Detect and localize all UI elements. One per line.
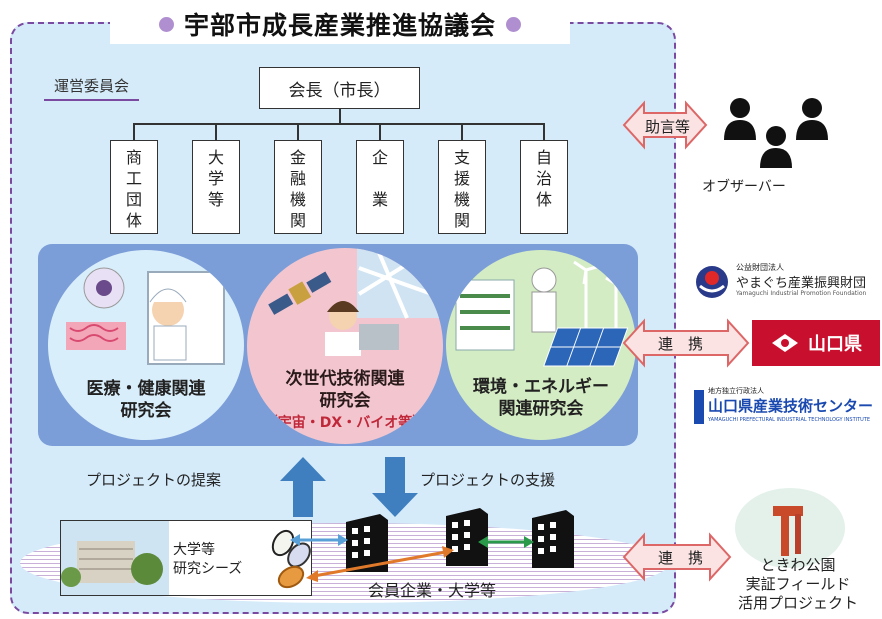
advice-arrow xyxy=(622,100,708,150)
member-companies-label: 会員企業・大学等 xyxy=(368,581,497,600)
advice-label: 助言等 xyxy=(645,118,691,136)
observer-label: オブザーバー xyxy=(702,179,786,195)
member-drop-3 xyxy=(297,123,299,140)
yamaguchi-foundation-logo: 公益財団法人 やまぐち産業振興財団 Yamaguchi Industrial P… xyxy=(694,262,874,302)
members-connector xyxy=(133,123,545,125)
tokiwa-project-label: ときわ公園 実証フィールド 活用プロジェクト xyxy=(737,556,858,612)
tokiwa-sculpture-illustration xyxy=(773,506,803,556)
member-box-municipality: 自治体 xyxy=(520,140,568,234)
university-seeds-box: 大学等 研究シーズ xyxy=(60,520,312,596)
title-bar: 宇部市成長産業推進協議会 xyxy=(110,4,570,44)
building-icon-2 xyxy=(446,508,488,566)
member-drop-2 xyxy=(215,123,217,140)
nextgen-group-circle: 次世代技術関連 研究会 （宇宙・DX・バイオ等） xyxy=(247,248,443,444)
cooperation-label-1: 連 携 xyxy=(658,335,704,353)
medical-group-circle: 医療・健康関連 研究会 xyxy=(48,250,244,440)
member-box-university: 大学等 xyxy=(192,140,240,234)
prefecture-emblem-icon xyxy=(772,334,798,352)
collaboration-arrows xyxy=(290,534,534,582)
proposal-up-arrow xyxy=(280,457,326,517)
cooperation-label-2: 連 携 xyxy=(658,549,704,567)
energy-illustration xyxy=(455,260,629,367)
support-down-arrow xyxy=(372,457,418,517)
seeds-icon xyxy=(271,529,311,589)
member-drop-4 xyxy=(379,123,381,140)
tech-center-logo: 地方独立行政法人 山口県産業技術センター YAMAGUCHI PREFECTUR… xyxy=(694,386,880,430)
member-drop-6 xyxy=(543,123,545,140)
member-box-commerce: 商工団体 xyxy=(110,140,158,234)
cooperation-arrow-2 xyxy=(622,532,732,582)
member-box-enterprise: 企業 xyxy=(356,140,404,234)
steering-committee-label: 運営委員会 xyxy=(44,75,140,101)
building-icon-1 xyxy=(346,514,388,572)
tokiwa-park-photo xyxy=(735,488,845,568)
foundation-emblem-icon xyxy=(696,266,728,298)
member-drop-5 xyxy=(461,123,463,140)
proposal-label: プロジェクトの提案 xyxy=(86,471,222,489)
nextgen-group-label: 次世代技術関連 研究会 （宇宙・DX・バイオ等） xyxy=(263,369,427,431)
yamaguchi-prefecture-logo: 山口県 xyxy=(752,320,880,366)
support-label: プロジェクトの支援 xyxy=(420,471,556,489)
medical-illustration xyxy=(66,267,225,365)
medical-group-label: 医療・健康関連 研究会 xyxy=(86,379,206,421)
chair-box: 会長（市長） xyxy=(259,67,420,109)
member-box-support: 支援機関 xyxy=(438,140,486,234)
title-dot-left xyxy=(158,16,174,32)
building-icon-3 xyxy=(532,510,574,568)
title-dot-right xyxy=(506,16,521,32)
cooperation-arrow-1 xyxy=(622,318,750,368)
energy-group-circle: 環境・エネルギー 関連研究会 xyxy=(446,250,636,440)
energy-group-label: 環境・エネルギー 関連研究会 xyxy=(473,377,609,419)
chair-connector xyxy=(339,109,341,123)
observer-people-icon xyxy=(724,98,828,168)
university-photo xyxy=(61,521,169,595)
council-title: 宇部市成長産業推進協議会 xyxy=(183,11,496,40)
university-seeds-label: 大学等 研究シーズ xyxy=(173,542,243,577)
member-box-finance: 金融機関 xyxy=(274,140,322,234)
member-drop-1 xyxy=(133,123,135,140)
